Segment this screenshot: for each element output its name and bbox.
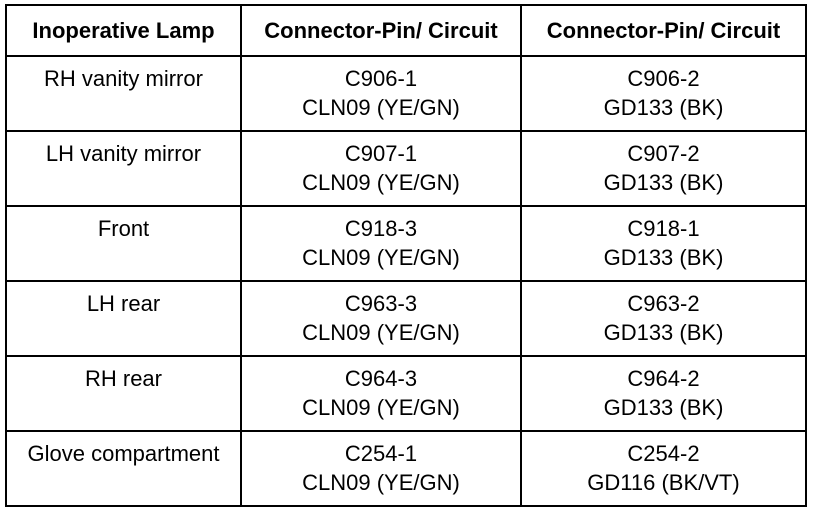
- connector-pin: C964-2: [627, 366, 700, 391]
- circuit: CLN09 (YE/GN): [302, 245, 460, 270]
- lamp-cell: RH rear: [5, 355, 242, 432]
- circuit: CLN09 (YE/GN): [302, 170, 460, 195]
- connector-pin: C963-3: [344, 291, 418, 316]
- circuit: GD116 (BK/VT): [587, 470, 740, 495]
- connector-pin: C918-1: [627, 216, 700, 241]
- connector-pin: C254-1: [344, 441, 418, 466]
- lamp-name: RH rear: [84, 366, 162, 391]
- circuit: GD133 (BK): [603, 170, 724, 195]
- connector-pin: C963-2: [627, 291, 700, 316]
- circuit: GD133 (BK): [603, 395, 724, 420]
- connector-pin: C964-3: [344, 366, 418, 391]
- lamp-name: Front: [97, 216, 150, 241]
- connector-pin: C907-1: [344, 141, 418, 166]
- lamp-name: RH vanity mirror: [44, 66, 203, 91]
- lamp-name: LH vanity mirror: [45, 141, 202, 166]
- header-inoperative-lamp: Inoperative Lamp: [5, 4, 242, 57]
- lamp-cell: Front: [5, 205, 242, 282]
- lamp-name: LH rear: [86, 291, 161, 316]
- circuit: GD133 (BK): [603, 320, 724, 345]
- header-row: Inoperative Lamp Connector-Pin/ Circuit …: [5, 4, 807, 57]
- circuit: GD133 (BK): [603, 245, 724, 270]
- lamp-circuit-table: Inoperative Lamp Connector-Pin/ Circuit …: [5, 4, 807, 507]
- lamp-cell: Glove compartment: [5, 430, 242, 507]
- circuit: GD133 (BK): [603, 95, 724, 120]
- lamp-cell: LH vanity mirror: [5, 130, 242, 207]
- lamp-cell: LH rear: [5, 280, 242, 357]
- circuit: CLN09 (YE/GN): [302, 95, 460, 120]
- connector-pin: C254-2: [627, 441, 700, 466]
- lamp-cell: RH vanity mirror: [5, 55, 242, 132]
- connector-pin: C907-2: [627, 141, 700, 166]
- lamp-name: Glove compartment: [27, 441, 220, 466]
- header-connector-pin-circuit: Connector-Pin/ Circuit: [520, 4, 807, 57]
- connector-pin: C918-3: [344, 216, 418, 241]
- circuit: CLN09 (YE/GN): [302, 320, 460, 345]
- connector-pin: C906-2: [627, 66, 700, 91]
- circuit: CLN09 (YE/GN): [302, 470, 460, 495]
- header-connector-pin-circuit: Connector-Pin/ Circuit: [240, 4, 522, 57]
- connector-pin: C906-1: [344, 66, 418, 91]
- circuit: CLN09 (YE/GN): [302, 395, 460, 420]
